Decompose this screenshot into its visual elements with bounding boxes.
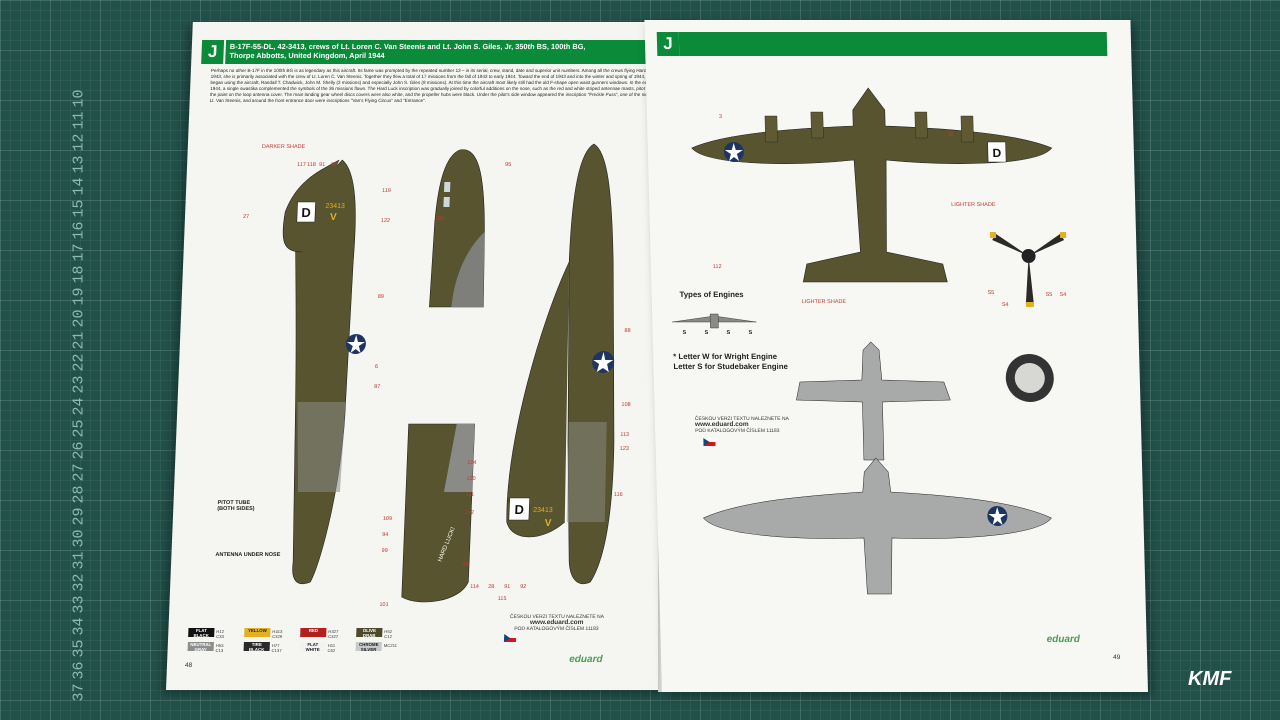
- nose-detail-top: [429, 149, 485, 308]
- letter-s-note: Letter S for Studebaker Engine: [673, 362, 788, 371]
- nose-detail-bottom: HARD LUCK!: [401, 423, 475, 603]
- paint-swatch: FLAT WHITE: [299, 642, 326, 652]
- aircraft-top-view: D: [691, 87, 1053, 283]
- paint-code: H53 C13: [215, 643, 224, 653]
- lighter-shade-label-2: LIGHTER SHADE: [801, 299, 847, 305]
- tire-detail: [1005, 354, 1054, 402]
- callout-number: 119: [381, 188, 391, 194]
- czech-note-left: ČESKOU VERZI TEXTU NALEZNETE NA www.edua…: [509, 614, 605, 632]
- paint-swatch: TIRE BLACK: [243, 642, 270, 652]
- callout-number: 111: [465, 492, 475, 498]
- czech-flag-left: [503, 634, 517, 642]
- page-number-left: 48: [184, 662, 193, 669]
- callout-number: 112: [712, 264, 722, 270]
- paint-code: H52 C12: [384, 629, 393, 639]
- paint-swatch: FLAT BLACK: [188, 628, 215, 638]
- callout-number: 88: [624, 328, 631, 334]
- left-page: J B-17F-55-DL, 42-3413, crews of Lt. Lor…: [166, 22, 693, 690]
- engine-mark: S: [726, 330, 731, 336]
- letter-w-note: * Letter W for Wright Engine: [673, 352, 778, 361]
- callout-number: 92: [330, 162, 338, 168]
- engine-mark: S: [682, 330, 687, 336]
- page-number-right: 49: [1113, 654, 1121, 661]
- callout-number: 89: [377, 294, 385, 300]
- eduard-logo-left: eduard: [569, 654, 603, 665]
- callout-number: 92: [520, 584, 527, 590]
- callout-number: 114: [470, 584, 480, 590]
- callout-number: 123: [619, 446, 629, 452]
- svg-text:23413: 23413: [533, 507, 553, 514]
- callout-number: 16: [947, 132, 954, 138]
- aircraft-underside-views: [703, 341, 1052, 595]
- callout-number: 100: [434, 216, 445, 222]
- engine-mark: S: [748, 330, 753, 336]
- propeller-label: S4: [1001, 302, 1009, 308]
- callout-number: 113: [620, 432, 630, 438]
- callout-number: 115: [497, 596, 507, 602]
- types-of-engines-heading: Types of Engines: [679, 290, 744, 299]
- paint-swatch: OLIVE DRAB: [356, 628, 383, 638]
- czech-note-right: ČESKOU VERZI TEXTU NALEZNETE NA www.edua…: [694, 416, 790, 434]
- callout-number: 28: [488, 584, 495, 590]
- svg-text:V: V: [330, 212, 337, 223]
- callout-number: 108: [621, 402, 631, 408]
- paint-swatch: RED: [300, 628, 327, 637]
- callout-number: 90: [462, 562, 470, 568]
- callout-number: 91: [504, 584, 511, 590]
- callout-number: 94: [382, 532, 389, 538]
- svg-text:D: D: [992, 146, 1001, 160]
- callout-number: 122: [380, 218, 391, 224]
- callout-number: 120: [466, 476, 476, 482]
- callout-number: 112: [464, 510, 475, 516]
- engine-mark: S: [704, 330, 709, 336]
- paint-code: H77 C137: [271, 643, 282, 653]
- propeller-label: S4: [1059, 292, 1067, 298]
- right-page: J D: [644, 20, 1148, 692]
- aircraft-side-view-right: D 23413 V: [506, 143, 615, 585]
- paint-swatch: YELLOW: [244, 628, 271, 637]
- paint-code: H11 C62: [327, 643, 336, 653]
- propeller-label: S5: [1045, 292, 1053, 298]
- paint-code: MC211: [383, 643, 398, 648]
- czech-flag-right: [703, 438, 716, 446]
- callout-number: 91: [318, 162, 326, 168]
- lighter-shade-label-1: LIGHTER SHADE: [951, 202, 996, 208]
- callout-number: 6: [374, 364, 379, 370]
- kmf-watermark: KMF: [1188, 668, 1232, 690]
- callout-number: 3: [718, 114, 723, 120]
- paint-code: H12 C33: [216, 629, 225, 639]
- callout-number: 101: [379, 602, 389, 608]
- callout-number: 27: [242, 214, 250, 220]
- svg-text:23413: 23413: [325, 203, 345, 210]
- callout-number: 117: [296, 162, 306, 168]
- engine-legend: * Letter W for Wright Engine Letter S fo…: [673, 352, 788, 372]
- callout-number: 109: [382, 516, 393, 522]
- callout-number: 95: [504, 162, 512, 168]
- propeller-detail: [989, 232, 1067, 307]
- paint-code: H327 C327: [328, 629, 339, 639]
- paint-swatch: CHROME SILVER: [355, 642, 382, 652]
- propeller-label: S5: [987, 290, 995, 296]
- engine-types-diagram: [672, 313, 757, 329]
- callout-number: 87: [374, 384, 381, 390]
- callout-number: 118: [306, 162, 316, 168]
- paint-code: H413 C329: [272, 629, 283, 639]
- callout-number: 124: [466, 460, 477, 466]
- paint-swatch: NEUTRAL GRAY: [187, 642, 214, 652]
- callout-number: 99: [381, 548, 388, 554]
- callout-number: 116: [613, 492, 623, 498]
- eduard-logo-right: eduard: [1046, 634, 1081, 645]
- svg-text:D: D: [301, 205, 311, 220]
- svg-text:D: D: [514, 502, 524, 517]
- svg-text:V: V: [544, 518, 551, 529]
- aircraft-side-view-left: D 23413 V: [282, 159, 366, 585]
